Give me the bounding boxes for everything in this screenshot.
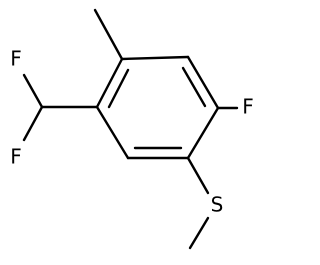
molecule-canvas: F F F S	[10, 8, 254, 250]
fluorine-atom-ring: F	[242, 95, 254, 119]
s-methyl-bond	[188, 216, 210, 250]
sulfur-atom: S	[211, 193, 224, 217]
ring-inner-bond-left	[107, 68, 130, 109]
methyl-bond	[93, 8, 124, 61]
fluorine-atom-bottom: F	[10, 145, 22, 169]
ring-bond-lower-right	[186, 106, 220, 160]
ring-bond-lower-left	[95, 105, 130, 160]
ring-inner-bond-right	[181, 66, 207, 108]
ring-to-s-bond	[186, 156, 210, 195]
fluorine-atom-top: F	[10, 47, 22, 71]
chf2-f-bottom-bond	[22, 105, 44, 142]
ring-bond-upper-right	[186, 55, 220, 110]
chf2-f-top-bond	[22, 73, 44, 109]
ring-bond-top	[120, 55, 190, 61]
ring-bond-upper-left	[95, 57, 124, 109]
molecule-diagram: F F F S	[10, 8, 254, 250]
